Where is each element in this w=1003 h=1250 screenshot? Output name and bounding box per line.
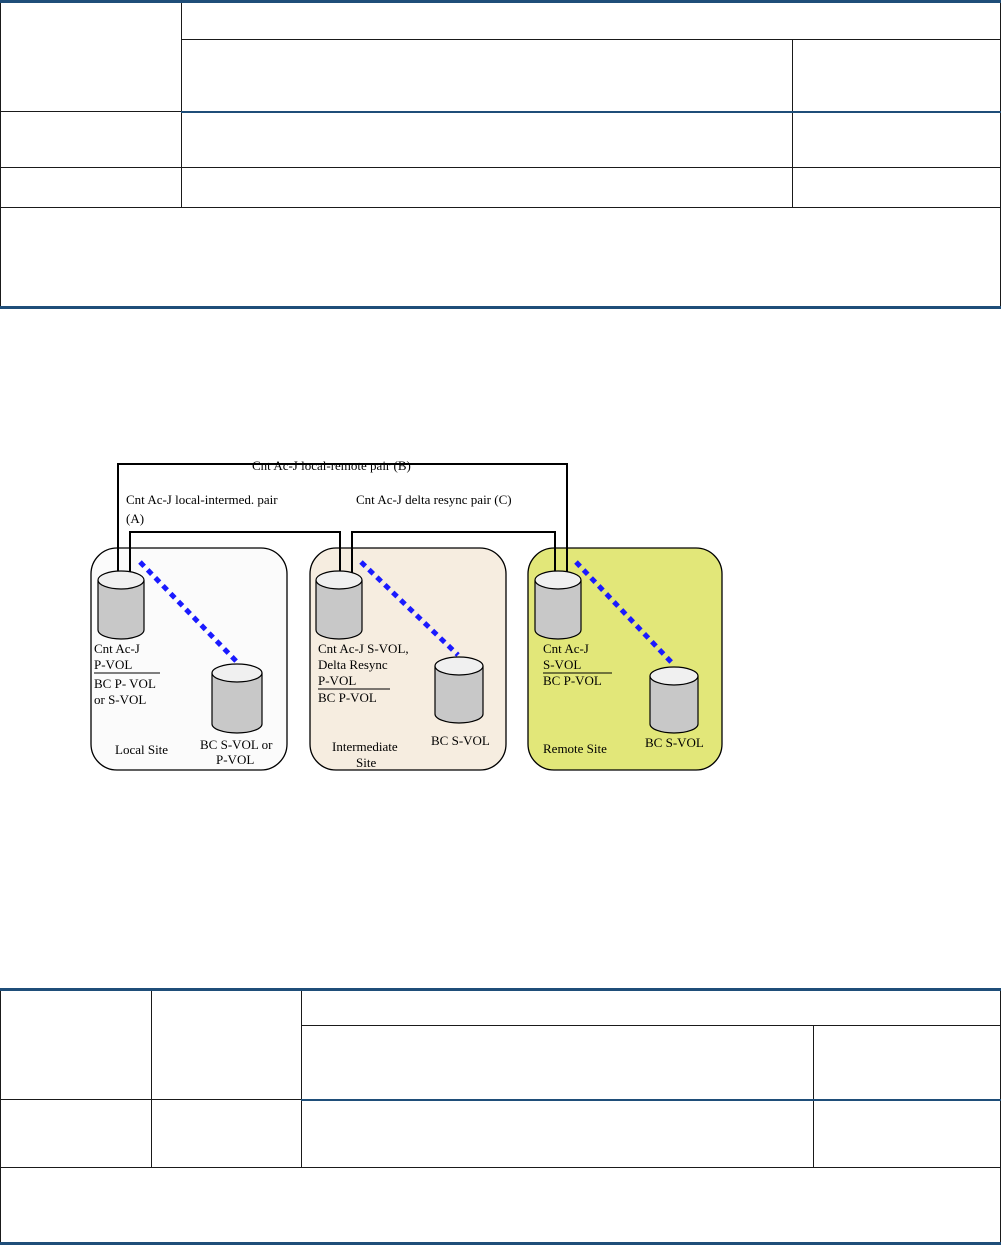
local-site-label: Local Site [115,742,168,757]
remote-volume-cylinder [534,570,582,640]
pair-a-line [129,531,341,578]
table-row [181,111,793,168]
local-volume-label-line2: P-VOL [94,657,132,672]
local-bc-cylinder [211,663,263,734]
table-row [301,1099,814,1168]
intermediate-volume-label-line1: Cnt Ac-J S-VOL, [318,641,409,656]
table-bottom-header-cell-3 [301,1025,814,1101]
table-top-header-cell-1 [0,1,182,112]
local-volume-label-line1: Cnt Ac-J [94,641,140,656]
intermediate-volume-label-line4: BC P-VOL [318,690,377,705]
intermediate-volume-label-line3: P-VOL [318,673,356,688]
local-bc-label-line2: P-VOL [216,752,254,767]
local-volume-cylinder [97,570,145,640]
local-bc-label-line1: BC S-VOL or [200,737,273,752]
table-row [813,1099,1001,1168]
table-top-header-cell-2 [181,39,793,113]
three-site-diagram: Cnt Ac-J local-remote pair (B) Cnt Ac-J … [90,458,723,771]
intermediate-volume-label-line2: Delta Resync [318,657,388,672]
table-row [792,167,1001,208]
table-bottom-note [0,1167,1001,1244]
remote-bc-cylinder [649,666,699,734]
pair-c-label: Cnt Ac-J delta resync pair (C) [356,492,512,507]
remote-bc-label: BC S-VOL [645,735,704,750]
remote-site-label: Remote Site [543,741,607,756]
table-bottom-header-span [301,989,1001,1026]
table-bottom-header-cell-2 [151,989,302,1100]
table-top [0,0,1001,309]
pair-a-label-line2: (A) [126,511,144,526]
pair-b-line [117,463,568,578]
table-top-header-cell-3 [792,39,1001,113]
remote-volume-label-line1: Cnt Ac-J [543,641,589,656]
table-row [0,1099,152,1168]
table-row [0,167,182,208]
table-row [181,167,793,208]
intermediate-site-label-line1: Intermediate [332,739,398,754]
intermediate-bc-cylinder [434,656,484,724]
table-row [0,111,182,168]
intermediate-volume-cylinder [315,570,363,640]
table-row [151,1099,302,1168]
intermediate-bc-link [359,560,460,657]
pair-c-line [351,531,556,578]
table-row [792,111,1001,168]
local-volume-label-line4: or S-VOL [94,692,146,707]
table-bottom-header-cell-4 [813,1025,1001,1101]
local-volume-label-line3: BC P- VOL [94,676,156,691]
table-bottom-header-cell-1 [0,989,152,1100]
remote-volume-label-line2: S-VOL [543,657,581,672]
pair-a-label-line1: Cnt Ac-J local-intermed. pair [126,492,278,507]
local-bc-link [138,560,239,664]
table-bottom [0,988,1001,1245]
intermediate-site-label-line2: Site [356,755,376,770]
table-top-header-span [181,1,1001,40]
pair-b-label: Cnt Ac-J local-remote pair (B) [252,458,411,473]
table-top-note [0,207,1001,308]
remote-bc-link [574,560,676,667]
remote-volume-label-line3: BC P-VOL [543,673,602,688]
intermediate-bc-label: BC S-VOL [431,733,490,748]
